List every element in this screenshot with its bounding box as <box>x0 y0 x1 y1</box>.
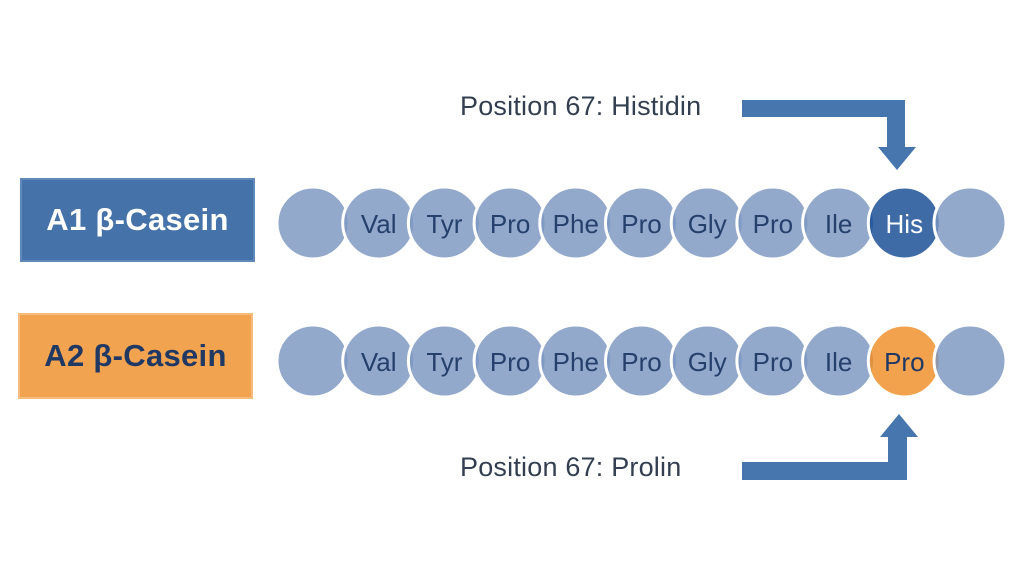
annotation-position-67-prolin: Position 67: Prolin <box>460 452 682 482</box>
amino-acid-label: Pro <box>621 209 661 239</box>
elbow-arrow-down-icon <box>742 100 916 170</box>
amino-acid-label: Phe <box>553 209 599 239</box>
annotation-position-67-histidin: Position 67: Histidin <box>460 91 702 121</box>
sequence-row-a1: Val Tyr Pro Phe Pro Gly Pro Ile His <box>275 185 1008 261</box>
amino-acid-label: Pro <box>753 347 793 377</box>
label-a2-beta-casein: A2 β-Casein <box>18 313 253 399</box>
amino-acid-label: Pro <box>884 347 924 377</box>
amino-acid-circle-empty <box>932 185 1008 261</box>
sequence-row-a2: Val Tyr Pro Phe Pro Gly Pro Ile Pro <box>275 323 1008 399</box>
amino-acid-label: Pro <box>621 347 661 377</box>
amino-acid-label: Pro <box>490 209 530 239</box>
label-a1-beta-casein: A1 β-Casein <box>20 178 255 262</box>
amino-acid-circle-empty <box>275 185 351 261</box>
amino-acid-label: Ile <box>825 347 852 377</box>
amino-acid-circle-empty <box>932 323 1008 399</box>
amino-acid-label: Gly <box>688 209 727 239</box>
amino-acid-label: Tyr <box>426 347 462 377</box>
amino-acid-label: Val <box>361 347 397 377</box>
elbow-arrow-up-icon <box>742 414 918 480</box>
amino-acid-label: Val <box>361 209 397 239</box>
amino-acid-label: Tyr <box>426 209 462 239</box>
amino-acid-circle-empty <box>275 323 351 399</box>
amino-acid-label: Phe <box>553 347 599 377</box>
amino-acid-label: His <box>886 209 924 239</box>
amino-acid-label: Pro <box>490 347 530 377</box>
amino-acid-label: Gly <box>688 347 727 377</box>
amino-acid-label: Ile <box>825 209 852 239</box>
amino-acid-label: Pro <box>753 209 793 239</box>
